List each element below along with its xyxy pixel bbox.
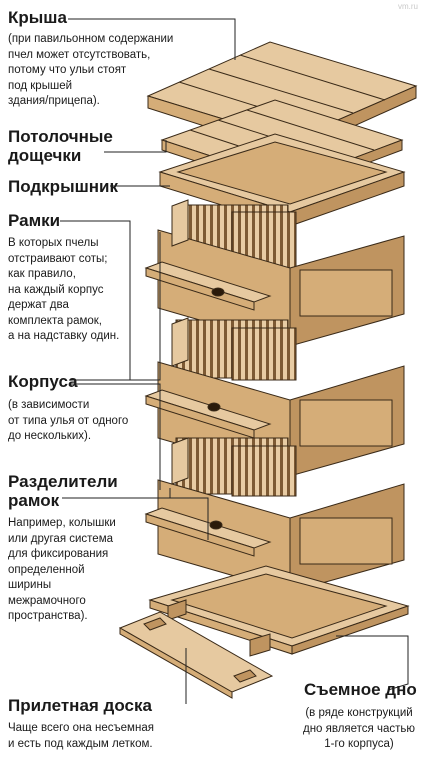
landing-board-title: Прилетная доска <box>8 696 152 715</box>
landing-board <box>118 611 274 699</box>
frames-note: В которых пчелы отстраивают соты; как пр… <box>8 237 120 342</box>
bodies-title: Корпуса <box>8 372 78 391</box>
bottom-note: (в ряде конструкций дно является частью … <box>302 707 415 750</box>
frames-title: Рамки <box>8 211 61 230</box>
bottom-title: Съемное дно <box>304 680 417 699</box>
landing-board-note: Чаще всего она несъемная и есть под кажд… <box>8 722 154 750</box>
bodies-note: (в зависимости от типа улья от одного до… <box>8 399 129 442</box>
watermark: vm.ru <box>398 2 418 11</box>
separators-note: Например, колышки или другая система для… <box>8 517 116 622</box>
ceiling-boards-title: Потолочные дощечки <box>8 127 113 165</box>
roof-note: (при павильонном содержании пчел может о… <box>8 33 174 107</box>
hive-body-1 <box>144 199 405 347</box>
roof-title: Крыша <box>8 8 67 27</box>
removable-bottom <box>148 565 410 657</box>
leader-lines <box>60 18 409 704</box>
subroof-title: Подкрышник <box>8 177 118 196</box>
separators-title: Разделители рамок <box>8 472 118 510</box>
